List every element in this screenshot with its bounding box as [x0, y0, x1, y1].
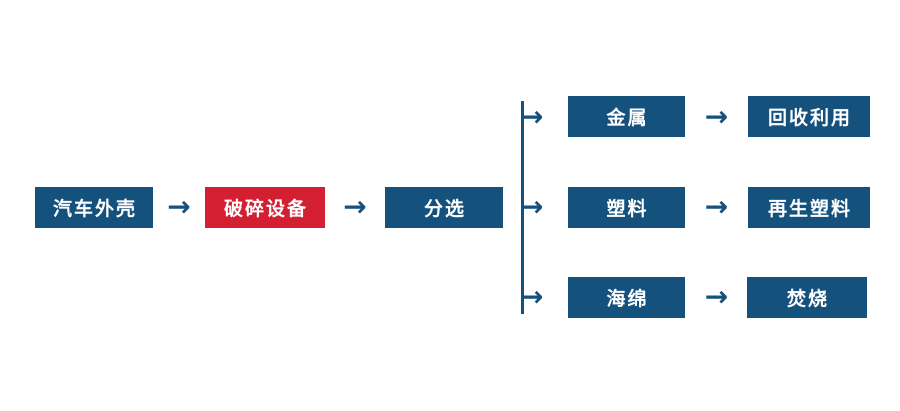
- branch-arrow-icon: →: [520, 100, 544, 133]
- node-recycled-plastic: 再生塑料: [748, 187, 870, 228]
- node-incineration-label: 焚烧: [786, 288, 829, 310]
- node-plastic: 塑料: [568, 187, 685, 228]
- node-plastic-label: 塑料: [606, 198, 649, 220]
- node-recycling: 回收利用: [748, 96, 870, 137]
- node-crusher: 破碎设备: [205, 187, 325, 228]
- flow-arrow-icon: →: [704, 100, 729, 133]
- flow-arrow-icon: →: [343, 190, 367, 223]
- node-metal: 金属: [568, 96, 685, 137]
- node-metal-label: 金属: [606, 107, 649, 129]
- node-sponge-label: 海绵: [606, 288, 649, 310]
- node-recycled-plastic-label: 再生塑料: [767, 198, 852, 220]
- branch-connector-line: [521, 101, 524, 314]
- node-crusher-label: 破碎设备: [223, 198, 308, 220]
- flow-arrow-icon: →: [704, 190, 729, 223]
- node-recycling-label: 回收利用: [767, 107, 852, 129]
- node-car-shell-label: 汽车外壳: [52, 198, 137, 220]
- flow-arrow-icon: →: [704, 280, 729, 313]
- node-sponge: 海绵: [568, 277, 685, 318]
- flow-arrow-icon: →: [167, 190, 191, 223]
- branch-arrow-icon: →: [520, 190, 544, 223]
- node-car-shell: 汽车外壳: [35, 187, 153, 228]
- branch-arrow-icon: →: [520, 280, 544, 313]
- node-incineration: 焚烧: [747, 277, 867, 318]
- node-sorting-label: 分选: [423, 198, 466, 220]
- node-sorting: 分选: [385, 187, 503, 228]
